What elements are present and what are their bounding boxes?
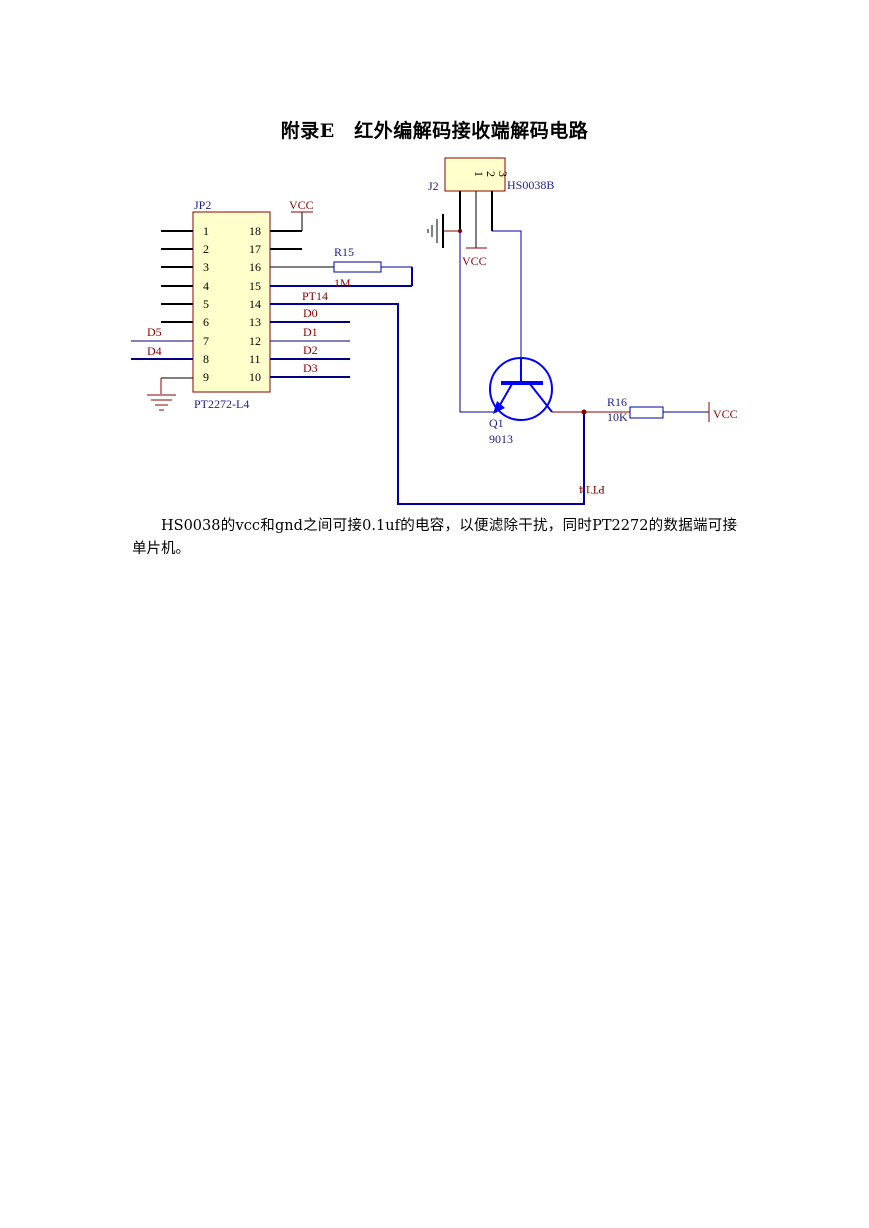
ic-pin-label: 11 <box>249 352 261 366</box>
receiver-wiring <box>459 230 522 413</box>
r16-value: 10K <box>607 410 628 424</box>
receiver-ground-symbol <box>427 214 462 248</box>
net-label-d0: D0 <box>303 306 318 320</box>
pt14-net <box>270 303 585 505</box>
ic-pin-label: 17 <box>249 242 261 256</box>
net-label-d2: D2 <box>303 343 318 357</box>
ic-pin-label: 3 <box>203 260 209 274</box>
net-label-d3: D3 <box>303 361 318 375</box>
net-label-pt14-side: PT14 <box>579 483 605 497</box>
resistor-r16: R16 10K VCC <box>552 395 738 424</box>
ic-left-pin-leads <box>161 230 193 323</box>
r15-value: 1M <box>334 276 351 290</box>
ic-left-pin-labels: 1 2 3 4 5 6 7 8 9 <box>203 224 209 384</box>
transistor-part-number: 9013 <box>489 432 513 446</box>
transistor-designator: Q1 <box>489 416 504 430</box>
ic-data-lines-right <box>270 321 350 378</box>
ic-pin-label: 12 <box>249 334 261 348</box>
vcc-label-ic: VCC <box>289 198 314 212</box>
receiver-designator: J2 <box>428 179 439 193</box>
net-label-pt14-top: PT14 <box>302 289 328 303</box>
ic-pin-label: 9 <box>203 370 209 384</box>
resistor-r15: R15 1M <box>270 245 413 290</box>
ic-pin-label: 15 <box>249 279 261 293</box>
ic-pin-label: 16 <box>249 260 261 274</box>
page-title: 附录E 红外编解码接收端解码电路 <box>280 120 589 142</box>
receiver-leads <box>459 191 493 248</box>
ic-pin-label: 4 <box>203 279 209 293</box>
ic-pin-label: 6 <box>203 315 209 329</box>
receiver-pin-label-2: 2 <box>484 171 498 177</box>
pt2272-ic: JP2 PT2272-L4 <box>192 198 271 411</box>
ic-right-pin-leads <box>270 212 303 250</box>
ic-designator: JP2 <box>194 198 211 212</box>
hs0038b-receiver: J2 HS0038B 1 2 3 <box>428 157 554 193</box>
ic-pin-label: 5 <box>203 297 209 311</box>
net-label-d1: D1 <box>303 325 318 339</box>
transistor-q1 <box>489 357 553 421</box>
vcc-label-r16: VCC <box>713 407 738 421</box>
ic-pin-label: 18 <box>249 224 261 238</box>
r16-designator: R16 <box>607 395 627 409</box>
body-paragraph: HS0038的vcc和gnd之间可接0.1uf的电容，以便滤除干扰，同时PT22… <box>132 518 737 557</box>
ic-pin-label: 8 <box>203 352 209 366</box>
ic-data-lines-left: D5 D4 <box>131 325 193 360</box>
ic-pin-label: 13 <box>249 315 261 329</box>
ic-pin-label: 10 <box>249 370 261 384</box>
ic-pin-label: 7 <box>203 334 209 348</box>
ic-right-pin-labels: 18 17 16 15 14 13 12 11 10 <box>249 224 261 384</box>
receiver-pin-label-3: 3 <box>496 171 510 177</box>
ic-part-number: PT2272-L4 <box>194 397 249 411</box>
net-label-d4: D4 <box>147 344 162 358</box>
r15-designator: R15 <box>334 245 354 259</box>
receiver-part-number: HS0038B <box>507 178 554 192</box>
vcc-label-receiver: VCC <box>462 254 487 268</box>
vcc-symbol-ic: VCC <box>289 198 314 213</box>
receiver-pin-label-1: 1 <box>472 171 486 177</box>
net-label-d5: D5 <box>147 325 162 339</box>
ic-pin-label: 14 <box>249 297 261 311</box>
vcc-symbol-receiver: VCC <box>462 247 487 268</box>
ic-ground-symbol <box>147 377 193 411</box>
ic-pin-label: 1 <box>203 224 209 238</box>
ic-pin-label: 2 <box>203 242 209 256</box>
